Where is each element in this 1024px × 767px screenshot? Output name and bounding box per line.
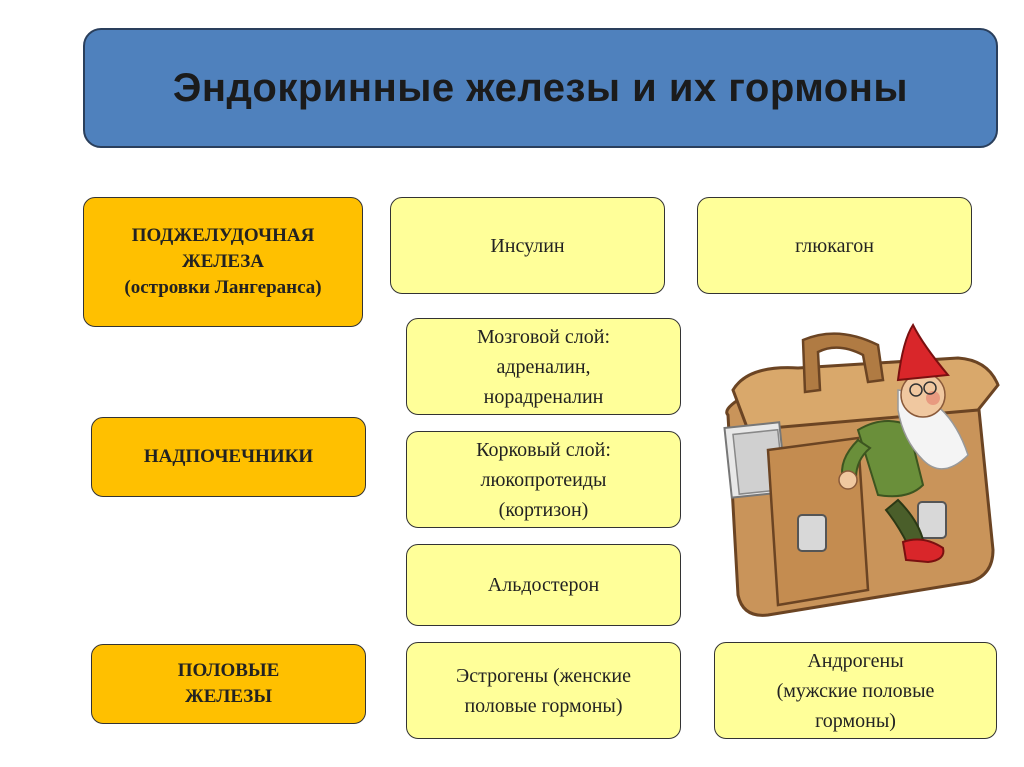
hormone-estrogens: Эстрогены (женские половые гормоны) (406, 642, 681, 739)
hormone-glucagon: глюкагон (697, 197, 972, 294)
gland-sex-glands: ПОЛОВЫЕ ЖЕЛЕЗЫ (91, 644, 366, 724)
gnome-boot (901, 538, 945, 564)
title-banner: Эндокринные железы и их гормоны (83, 28, 998, 148)
hormone-androgens: Андрогены (мужские половые гормоны) (714, 642, 997, 739)
hormone-cortex: Корковый слой: люкопротеиды (кортизон) (406, 431, 681, 528)
page-title: Эндокринные железы и их гормоны (172, 65, 909, 110)
gnome-body (856, 420, 925, 498)
gnome-briefcase-illustration (723, 323, 1000, 617)
clasp-right (917, 501, 947, 539)
hormone-insulin: Инсулин (390, 197, 665, 294)
gnome-hat (896, 323, 950, 382)
clasp-left (797, 514, 827, 552)
gland-adrenals: НАДПОЧЕЧНИКИ (91, 417, 366, 497)
hormone-medulla: Мозговой слой: адреналин, норадреналин (406, 318, 681, 415)
briefcase-strap (801, 332, 885, 394)
gland-pancreas: ПОДЖЕЛУДОЧНАЯ ЖЕЛЕЗА (островки Лангеранс… (83, 197, 363, 327)
hormone-aldosterone: Альдостерон (406, 544, 681, 626)
